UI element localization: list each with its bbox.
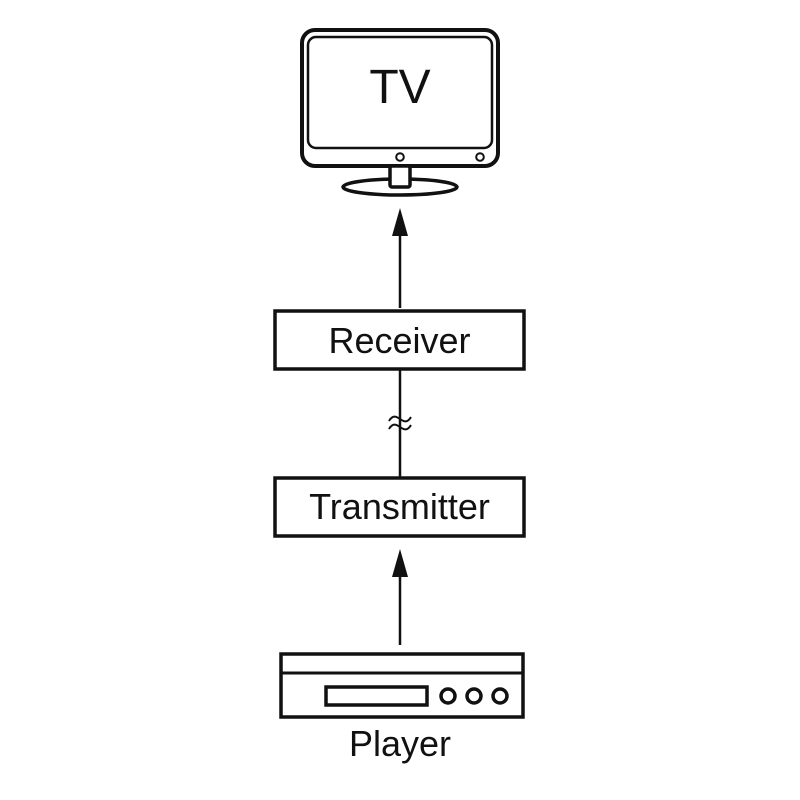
tv-stand-neck [388, 164, 412, 189]
tv-power-button-icon [395, 152, 405, 162]
tv-label: TV [369, 61, 431, 114]
player-button-icon [491, 687, 509, 705]
player-label: Player [348, 723, 452, 764]
arrow-receiver-to-tv [392, 208, 408, 308]
transmitter-box [273, 476, 526, 538]
wireless-break-icon [388, 415, 412, 431]
tv-screen [306, 35, 494, 150]
player-button-icon [465, 687, 483, 705]
arrow-player-to-transmitter [392, 549, 408, 645]
arrow-head-icon [392, 208, 408, 236]
player-button-icon [439, 687, 457, 705]
disc-slot-icon [324, 685, 429, 707]
media-player-icon [279, 652, 525, 719]
transmitter-label: Transmitter [309, 486, 490, 527]
television-icon [300, 28, 500, 197]
tv-indicator-icon [475, 152, 485, 162]
receiver-box [273, 309, 526, 371]
receiver-label: Receiver [328, 320, 471, 361]
arrow-head-icon [392, 549, 408, 577]
wireless-link [388, 370, 412, 477]
